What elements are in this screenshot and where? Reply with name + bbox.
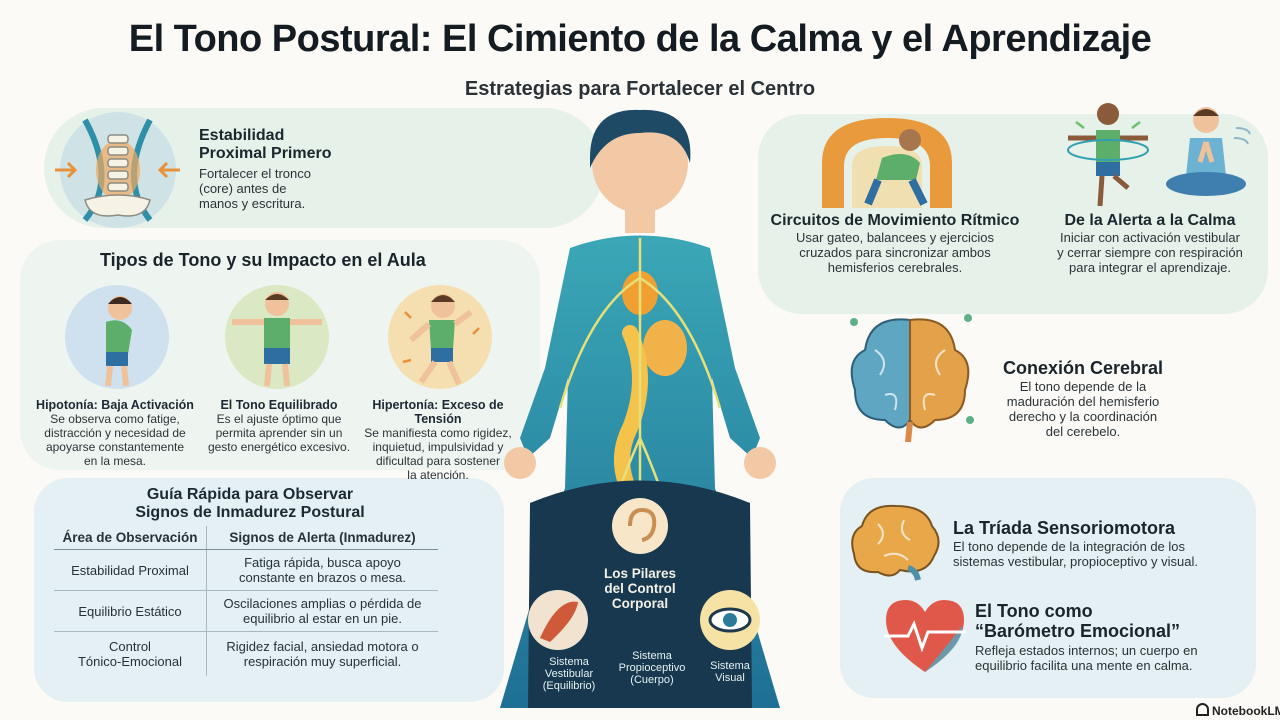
alert-calm-text: Iniciar con activación vestibular (1060, 230, 1240, 245)
hypotonia-text: Se observa como fatige, (50, 412, 180, 426)
brand-icon (1196, 703, 1209, 716)
pillars-title: Los Pilares del Control Corporal (603, 566, 677, 611)
barometer-text: Refleja estados internos; un cuerpo en (975, 643, 1198, 658)
alert-calm-text: para integrar el aprendizaje. (1069, 260, 1231, 275)
hypertonia-title: Hipertonía: Exceso de Tensión (372, 398, 504, 426)
heart-pulse-icon (884, 600, 966, 672)
circuits-text: cruzados para sincronizar ambos (799, 245, 991, 260)
meditating-child-illustration (1166, 107, 1251, 196)
brand-name: NotebookLM (1212, 704, 1280, 718)
hypotonia-card: Hipotonía: Baja Activación Se observa co… (30, 398, 200, 468)
brain-connection-text: del cerebelo. (1045, 424, 1121, 439)
pillar-vestibular-label: Sistema Vestibular (Equilibrio) (542, 656, 596, 692)
balanced-text: Es el ajuste óptimo que (216, 412, 342, 426)
page-subtitle: Estrategias para Fortalecer el Centro (464, 78, 816, 100)
brain-hemispheres-illustration (850, 314, 974, 443)
stability-text-2: (core) antes de (199, 181, 287, 196)
hypertonia-text: inquietud, impulsividad y (372, 440, 504, 454)
col-signs-header: Signos de Alerta (Inmadurez) (206, 526, 438, 550)
brand-logo: NotebookLM (1196, 703, 1280, 718)
barometer-heading-2: “Barómetro Emocional” (975, 621, 1181, 641)
balancing-child-illustration (1067, 103, 1149, 207)
triad-block: La Tríada Sensoriomotora El tono depende… (953, 518, 1253, 569)
hypotonia-text: distracción y necesidad de (44, 426, 186, 440)
brain-icon (851, 504, 940, 581)
spine-illustration (55, 112, 180, 228)
hypotonia-child-illustration (65, 285, 169, 389)
brain-connection-text: maduración del hemisferio (1006, 394, 1160, 409)
stability-block: Estabilidad Proximal Primero Fortalecer … (199, 127, 369, 211)
guide-heading: Guía Rápida para Observar Signos de Inma… (135, 486, 365, 521)
col-area-header: Área de Observación (54, 526, 207, 550)
page-title: El Tono Postural: El Cimiento de la Calm… (128, 18, 1152, 60)
barometer-heading-1: El Tono como (975, 601, 1093, 621)
hypertonia-text: dificultad para sostener (375, 454, 501, 468)
brain-connection-heading: Conexión Cerebral (1002, 358, 1164, 378)
alert-calm-text: y cerrar siempre con respiración (1057, 245, 1243, 260)
area-cell: Equilibrio Estático (54, 590, 207, 632)
alert-calm-heading: De la Alerta a la Calma (1064, 212, 1236, 229)
hypertonia-child-illustration (388, 285, 492, 389)
brain-connection-text: derecho y la coordinación (1008, 409, 1158, 424)
stability-heading-2: Proximal Primero (199, 145, 332, 162)
hypotonia-title: Hipotonía: Baja Activación (36, 398, 194, 412)
hypertonia-card: Hipertonía: Exceso de Tensión Se manifie… (350, 398, 526, 482)
pillar-visual-label: Sistema Visual (710, 660, 750, 684)
stability-text-3: manos y escritura. (199, 196, 306, 211)
balanced-text: permita aprender sin un (215, 426, 343, 440)
brain-connection-block: Conexión Cerebral El tono depende de la … (988, 358, 1178, 439)
guide-table-header: Área de Observación Signos de Alerta (In… (54, 526, 438, 550)
circuits-text: Usar gateo, balancees y ejercicios (796, 230, 994, 245)
circuits-block: Circuitos de Movimiento Rítmico Usar gat… (760, 212, 1030, 275)
guide-table: Área de Observación Signos de Alerta (In… (54, 526, 438, 676)
tone-types-heading: Tipos de Tono y su Impacto en el Aula (100, 250, 426, 270)
balanced-child-illustration (225, 285, 329, 389)
balanced-title: El Tono Equilibrado (220, 398, 338, 412)
area-cell: Estabilidad Proximal (54, 549, 207, 591)
hypertonia-text: la atención. (407, 468, 469, 482)
triad-heading: La Tríada Sensoriomotora (953, 518, 1176, 538)
pillar-proprioceptive-label: Sistema Propioceptivo (Cuerpo) (618, 650, 686, 686)
table-row: Equilibrio Estático Oscilaciones amplias… (54, 590, 438, 632)
triad-text: sistemas vestibular, propioceptivo y vis… (953, 554, 1198, 569)
balanced-text: gesto energético excesivo. (207, 440, 351, 454)
barometer-block: El Tono como “Barómetro Emocional” Refle… (975, 601, 1245, 673)
circuits-heading: Circuitos de Movimiento Rítmico (770, 212, 1020, 229)
hypertonia-text: Se manifiesta como rigidez, (364, 426, 512, 440)
alert-calm-block: De la Alerta a la Calma Iniciar con acti… (1040, 212, 1260, 275)
stability-text-1: Fortalecer el tronco (199, 166, 311, 181)
triad-text: El tono depende de la integración de los (953, 539, 1186, 554)
brain-connection-text: El tono depende de la (1019, 379, 1147, 394)
hypotonia-text: apoyarse constantemente (45, 440, 185, 454)
stability-heading-1: Estabilidad (199, 127, 285, 144)
circuits-text: hemisferios cerebrales. (827, 260, 963, 275)
table-row: Estabilidad Proximal Fatiga rápida, busc… (54, 549, 438, 591)
tunnel-crawling-illustration (822, 118, 952, 208)
hypotonia-text: en la mesa. (83, 454, 147, 468)
barometer-text: equilibrio facilita una mente en calma. (975, 658, 1193, 673)
body-figure-illustration (500, 109, 780, 708)
balanced-card: El Tono Equilibrado Es el ajuste óptimo … (196, 398, 362, 454)
